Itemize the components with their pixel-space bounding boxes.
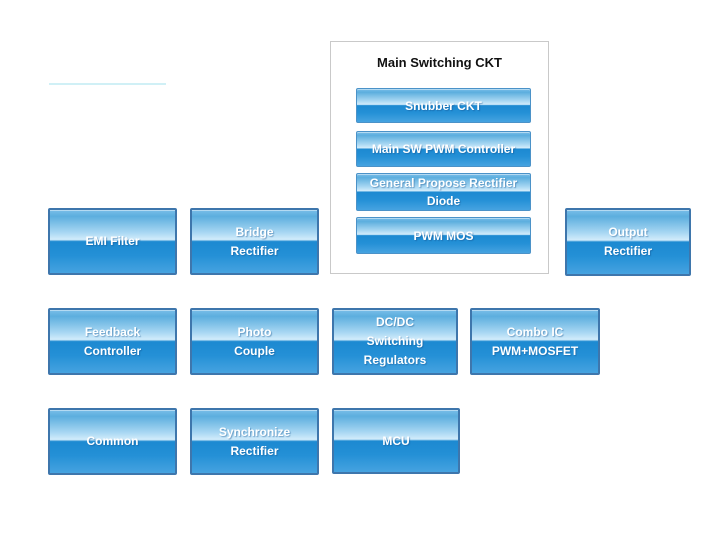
block-bridge-rectifier[interactable]: Bridge Rectifier [190,208,319,275]
block-mcu[interactable]: MCU [332,408,460,474]
block-emi-filter[interactable]: EMI Filter [48,208,177,275]
main-switching-ckt-group: Main Switching CKT Snubber CKT Main SW P… [330,41,549,274]
block-photo-couple[interactable]: Photo Couple [190,308,319,375]
block-snubber-ckt[interactable]: Snubber CKT [356,88,531,123]
block-main-sw-pwm-controller[interactable]: Main SW PWM Controller [356,131,531,167]
block-dcdc-switching-regulators[interactable]: DC/DC Switching Regulators [332,308,458,375]
block-synchronize-rectifier[interactable]: Synchronize Rectifier [190,408,319,475]
block-pwm-mos[interactable]: PWM MOS [356,217,531,254]
block-output-rectifier[interactable]: Output Rectifier [565,208,691,276]
block-combo-ic-pwm-mosfet[interactable]: Combo IC PWM+MOSFET [470,308,600,375]
block-feedback-controller[interactable]: Feedback Controller [48,308,177,375]
group-title: Main Switching CKT [377,55,502,70]
faint-highlight-line [49,83,166,85]
block-common[interactable]: Common [48,408,177,475]
block-general-propose-rectifier-diode[interactable]: General Propose Rectifier Diode [356,173,531,211]
